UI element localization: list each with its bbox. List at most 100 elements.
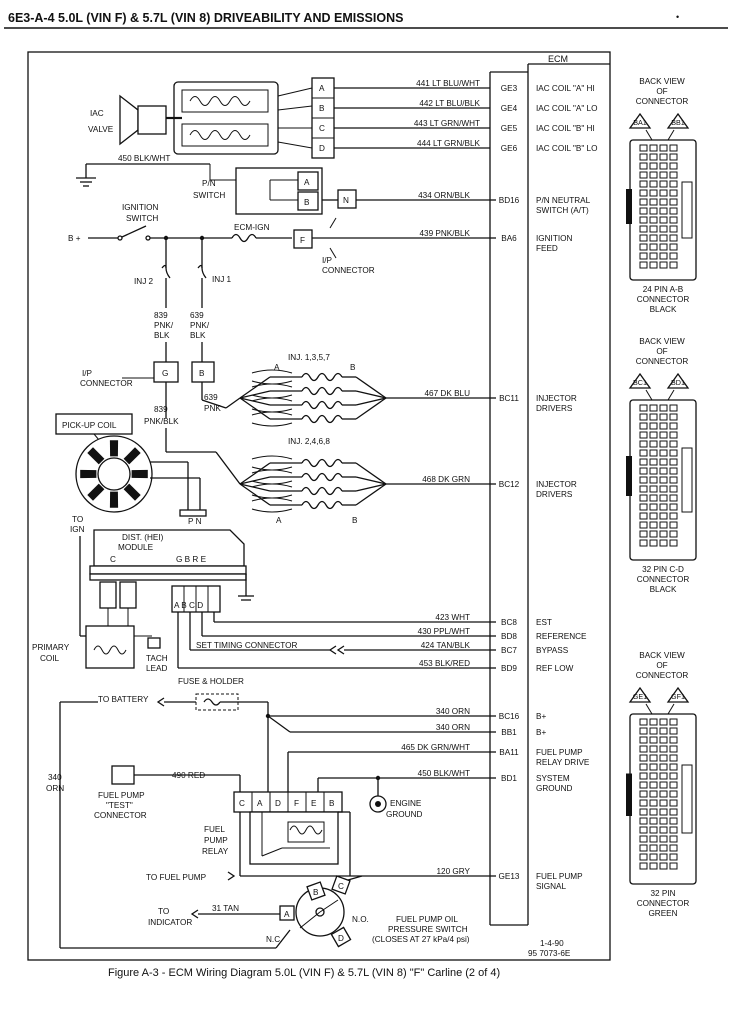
connector-title: CONNECTOR bbox=[636, 671, 689, 680]
circuit-pin: BD8 bbox=[501, 632, 517, 641]
dist-module-label-2: MODULE bbox=[118, 543, 154, 552]
inj-bank2-a: A bbox=[276, 516, 282, 525]
pn-pin-b: B bbox=[304, 198, 310, 207]
circuit-wire-label: 453 BLK/RED bbox=[419, 659, 470, 668]
ip-connector-g-b: I/P CONNECTOR G B 639 PNK 839 PNK/BLK bbox=[80, 361, 241, 485]
set-timing-connector: SET TIMING CONNECTOR bbox=[190, 641, 490, 655]
connector-title: BACK VIEW bbox=[639, 337, 685, 346]
inj-bank1-b: B bbox=[350, 363, 356, 372]
oil-pressure-switch: TO INDICATOR 31 TAN A B C D N.O. N.C. FU… bbox=[148, 875, 470, 948]
w31-label: 31 TAN bbox=[212, 904, 239, 913]
relay-pin-e: E bbox=[311, 799, 317, 808]
connector-key: BB1 bbox=[671, 118, 685, 127]
module-c: C bbox=[110, 555, 116, 564]
circuit-function: REF LOW bbox=[536, 664, 574, 673]
circuit-pin: GE3 bbox=[501, 84, 518, 93]
oil-switch-2: PRESSURE SWITCH bbox=[388, 925, 468, 934]
circuit-pin: GE6 bbox=[501, 144, 518, 153]
circuit-function: FUEL PUMP bbox=[536, 748, 583, 757]
fuse-holder-label: FUSE & HOLDER bbox=[178, 677, 244, 686]
circuit-wire-label: 465 DK GRN/WHT bbox=[401, 743, 470, 752]
inj2-fuse-label: INJ 2 bbox=[134, 277, 154, 286]
fuel-pump-test-connector: 490 RED FUEL PUMP "TEST" CONNECTOR bbox=[94, 765, 241, 820]
connector-caption: 32 PIN C-D bbox=[642, 565, 684, 574]
circuit-pin: BD1 bbox=[501, 774, 517, 783]
connector-title: BACK VIEW bbox=[639, 651, 685, 660]
oil-switch-3: (CLOSES AT 27 kPa/4 psi) bbox=[372, 935, 470, 944]
w639-pnk-1: 639 bbox=[204, 393, 218, 402]
fuel-pump-relay: C A D F E B FUEL PUMP RELAY ENGINE GROUN… bbox=[202, 751, 490, 877]
ip-connector2-label-2: CONNECTOR bbox=[80, 379, 133, 388]
iac-pin-b: B bbox=[319, 104, 325, 113]
circuit-function: IAC COIL "B" LO bbox=[536, 144, 597, 153]
circuit-pin: BC16 bbox=[499, 712, 520, 721]
circuit-function: IGNITION bbox=[536, 234, 572, 243]
circuit-function-2: SIGNAL bbox=[536, 882, 566, 891]
connector-title: OF bbox=[656, 87, 667, 96]
connector-key: BC1 bbox=[633, 378, 647, 387]
fp-relay-1: FUEL bbox=[204, 825, 225, 834]
oil-switch-1: FUEL PUMP OIL bbox=[396, 915, 458, 924]
wire-340-orn-side: 340 ORN bbox=[46, 702, 291, 949]
to-ign-1: TO bbox=[72, 515, 83, 524]
circuit-wire-label: 120 GRY bbox=[436, 867, 470, 876]
set-timing-label: SET TIMING CONNECTOR bbox=[196, 641, 298, 650]
circuit-wire-label: 443 LT GRN/WHT bbox=[414, 119, 480, 128]
circuit-function: IAC COIL "A" HI bbox=[536, 84, 595, 93]
circuit-pin: GE13 bbox=[499, 872, 520, 881]
oil-pin-b: B bbox=[313, 888, 319, 897]
circuit-pin: BA6 bbox=[501, 234, 517, 243]
circuit-wire-label: 340 ORN bbox=[436, 707, 470, 716]
circuit-function-2: DRIVERS bbox=[536, 404, 573, 413]
circuit-function: EST bbox=[536, 618, 552, 627]
w340-side-1: 340 bbox=[48, 773, 62, 782]
circuit-function: FUEL PUMP bbox=[536, 872, 583, 881]
w839-1: 839 bbox=[154, 311, 168, 320]
circuit-function: P/N NEUTRAL bbox=[536, 196, 591, 205]
circuit-function: SYSTEM bbox=[536, 774, 570, 783]
to-fuel-pump: TO FUEL PUMP bbox=[146, 871, 236, 882]
w839-pnk-1: 839 bbox=[154, 405, 168, 414]
to-battery-label: TO BATTERY bbox=[98, 695, 149, 704]
engine-ground-1: ENGINE bbox=[390, 799, 422, 808]
w639-1: 639 bbox=[190, 311, 204, 320]
circuit-function: B+ bbox=[536, 712, 546, 721]
circuit-wire-label: 450 BLK/WHT bbox=[418, 769, 470, 778]
connector-caption: GREEN bbox=[648, 909, 677, 918]
inj1-fuse-label: INJ 1 bbox=[212, 275, 232, 284]
module-pins: G B R E bbox=[176, 555, 207, 564]
connector-key: GF1 bbox=[671, 692, 685, 701]
injector-bank-1 bbox=[225, 369, 387, 427]
pn-switch-label-2: SWITCH bbox=[193, 191, 225, 200]
w839-pnk-2: PNK/BLK bbox=[144, 417, 179, 426]
pickup-coil-label: PICK-UP COIL bbox=[62, 421, 117, 430]
date-code-2: 95 7073-6E bbox=[528, 949, 571, 958]
circuit-function-2: GROUND bbox=[536, 784, 572, 793]
circuit-wire-label: 467 DK BLU bbox=[424, 389, 470, 398]
circuit-function: IAC COIL "B" HI bbox=[536, 124, 595, 133]
circuit-pin: BD16 bbox=[499, 196, 520, 205]
page-mark: • bbox=[676, 12, 679, 22]
circuit-function-2: RELAY DRIVE bbox=[536, 758, 590, 767]
iac-label-2: VALVE bbox=[88, 125, 114, 134]
to-ign-2: IGN bbox=[70, 525, 85, 534]
w340-side-2: ORN bbox=[46, 784, 64, 793]
primary-coil-label-1: PRIMARY bbox=[32, 643, 70, 652]
circuit-wire-label: 439 PNK/BLK bbox=[419, 229, 470, 238]
fp-test-3: CONNECTOR bbox=[94, 811, 147, 820]
pn-pin-a: A bbox=[304, 178, 310, 187]
iac-pin-a: A bbox=[319, 84, 325, 93]
iac-pin-c: C bbox=[319, 124, 325, 133]
tach-lead-label-2: LEAD bbox=[146, 664, 167, 673]
circuit-pin: BC11 bbox=[499, 394, 519, 403]
circuit-pin: GE5 bbox=[501, 124, 518, 133]
circuit-function: IAC COIL "A" LO bbox=[536, 104, 597, 113]
pn-switch-label-1: P/N bbox=[202, 179, 216, 188]
diagram-frame bbox=[27, 51, 611, 961]
engine-ground-2: GROUND bbox=[386, 810, 422, 819]
inj-bank1-label: INJ. 1,3,5,7 bbox=[288, 353, 330, 362]
